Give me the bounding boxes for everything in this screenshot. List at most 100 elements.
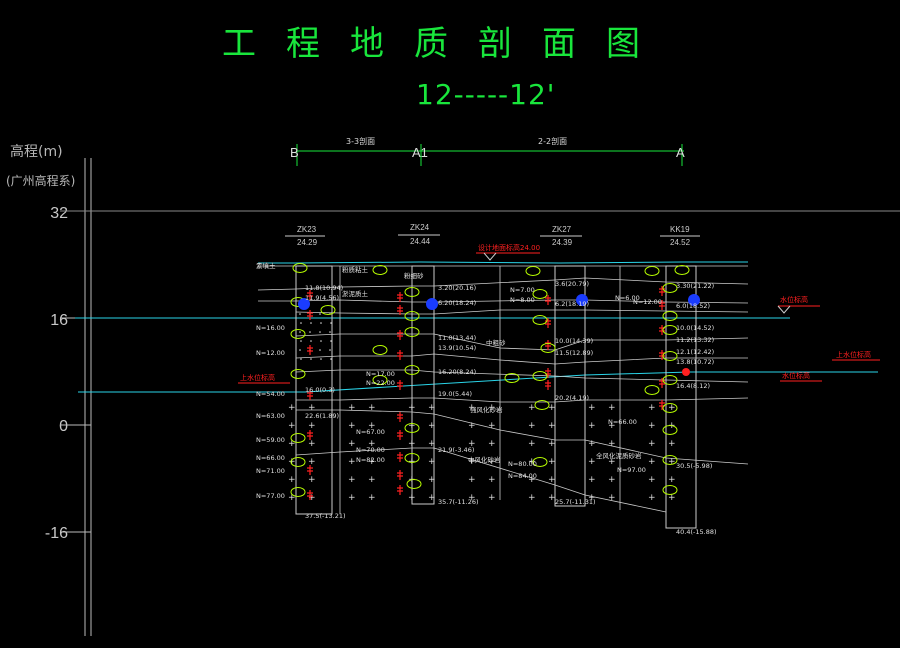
small-labels: 11.8(10.94)11.9(4.56)16.0(0.3)22.6(1.89)… bbox=[256, 261, 717, 536]
bedrock-hatch: + bbox=[528, 457, 536, 467]
sample-marker bbox=[404, 453, 420, 463]
spt-marker bbox=[659, 325, 665, 335]
bedrock-hatch: + bbox=[368, 403, 376, 413]
section-label: 11.0(13.44) bbox=[438, 334, 476, 342]
sample-marker bbox=[662, 325, 678, 335]
bedrock-hatch: + bbox=[288, 475, 296, 485]
sample-marker bbox=[662, 283, 678, 293]
soil-dot bbox=[320, 358, 322, 360]
bedrock-hatch: + bbox=[548, 421, 556, 431]
bedrock-hatch: + bbox=[588, 403, 596, 413]
bedrock-hatch: + bbox=[608, 493, 616, 503]
sample-marker bbox=[404, 365, 420, 375]
sample-marker bbox=[404, 423, 420, 433]
bedrock-hatch: + bbox=[648, 493, 656, 503]
spt-marker bbox=[659, 286, 665, 296]
annotations: 设计地面标高24.00 上水位标高 水位标高 上水位标高 水位标高 bbox=[238, 243, 880, 384]
bedrock-hatch: + bbox=[668, 403, 676, 413]
soil-dot bbox=[310, 322, 312, 324]
bedrock-hatch: + bbox=[488, 493, 496, 503]
section-label: N=80.00 bbox=[508, 460, 537, 468]
bedrock-hatch: + bbox=[348, 421, 356, 431]
bedrock-hatch: + bbox=[528, 439, 536, 449]
spt-marker bbox=[307, 290, 313, 300]
sample-marker bbox=[662, 351, 678, 361]
sample-marker bbox=[644, 385, 660, 395]
soil-dot bbox=[319, 313, 321, 315]
spt-marker bbox=[397, 292, 403, 302]
bedrock-hatch: + bbox=[588, 475, 596, 485]
spt-marker bbox=[397, 412, 403, 422]
section-label: 37.5(-13.21) bbox=[305, 512, 346, 520]
section-label: 全风化泥质砂岩 bbox=[596, 451, 642, 460]
sample-markers bbox=[290, 263, 690, 497]
borehole-elev: 24.29 bbox=[297, 238, 318, 247]
bedrock-hatch: + bbox=[468, 457, 476, 467]
section-label: 12.1(12.42) bbox=[676, 348, 714, 356]
section-label: 6.20(18.24) bbox=[438, 299, 476, 307]
y-tick-32: 32 bbox=[50, 205, 68, 222]
y-tick-minus16: -16 bbox=[44, 525, 68, 542]
bedrock-hatch: + bbox=[308, 475, 316, 485]
sample-marker bbox=[532, 315, 548, 325]
water-level-right-label-3: 水位标高 bbox=[782, 371, 810, 380]
sample-marker bbox=[662, 485, 678, 495]
sample-marker bbox=[290, 433, 306, 443]
sample-marker bbox=[372, 375, 388, 385]
section-label: N=82.00 bbox=[356, 456, 385, 464]
section-label: N=17.00 bbox=[366, 370, 395, 378]
bedrock-hatch: + bbox=[468, 493, 476, 503]
soil-dot bbox=[329, 331, 331, 333]
section-label: 22.6(1.89) bbox=[305, 412, 339, 420]
soil-dot bbox=[310, 358, 312, 360]
drawing-title: 工程地质剖面图 bbox=[222, 24, 670, 64]
bedrock-hatch: + bbox=[608, 457, 616, 467]
bedrock-hatch: + bbox=[428, 439, 436, 449]
spt-marker bbox=[397, 330, 403, 340]
water-level-left-label: 上水位标高 bbox=[240, 373, 275, 382]
borehole-id: ZK24 bbox=[410, 223, 430, 232]
bedrock-hatch: + bbox=[608, 403, 616, 413]
section-label: 19.0(5.44) bbox=[438, 390, 472, 398]
section-point-a: A bbox=[676, 145, 685, 160]
bedrock-hatch: + bbox=[548, 403, 556, 413]
section-label: N=59.00 bbox=[256, 436, 285, 444]
section-label: 10.0(14.52) bbox=[676, 324, 714, 332]
spt-marker bbox=[659, 300, 665, 310]
bedrock-hatch: + bbox=[648, 439, 656, 449]
spt-marker bbox=[307, 465, 313, 475]
bedrock-hatch: + bbox=[368, 493, 376, 503]
bedrock-hatch: + bbox=[468, 403, 476, 413]
bedrock-hatch: + bbox=[348, 475, 356, 485]
bedrock-hatch: + bbox=[588, 439, 596, 449]
ground-surface bbox=[258, 261, 748, 264]
bedrock-hatch: + bbox=[668, 493, 676, 503]
section-label: 11.2(13.32) bbox=[676, 336, 714, 344]
bedrock-hatch: + bbox=[368, 457, 376, 467]
section-label: 16.4(8.12) bbox=[676, 382, 710, 390]
bedrock-hatch: + bbox=[648, 403, 656, 413]
bedrock-hatch: + bbox=[528, 493, 536, 503]
spt-marker bbox=[307, 345, 313, 355]
bedrock-hatch: + bbox=[488, 475, 496, 485]
bedrock-hatch: + bbox=[468, 421, 476, 431]
spt-marker bbox=[307, 310, 313, 320]
water-marker bbox=[576, 294, 588, 306]
sample-marker bbox=[320, 305, 336, 315]
bedrock-hatch: + bbox=[588, 457, 596, 467]
bedrock-hatch: + bbox=[668, 475, 676, 485]
sample-marker bbox=[662, 375, 678, 385]
spt-marker bbox=[397, 485, 403, 495]
sample-marker bbox=[404, 327, 420, 337]
sample-marker bbox=[525, 266, 541, 276]
spt-marker bbox=[307, 490, 313, 500]
soil-dot bbox=[299, 331, 301, 333]
section-label: N=97.00 bbox=[617, 466, 646, 474]
spt-marker bbox=[397, 380, 403, 390]
soil-dot bbox=[319, 349, 321, 351]
bedrock-hatch: + bbox=[308, 457, 316, 467]
soil-dot bbox=[330, 322, 332, 324]
sample-marker bbox=[662, 311, 678, 321]
spt-marker bbox=[397, 430, 403, 440]
